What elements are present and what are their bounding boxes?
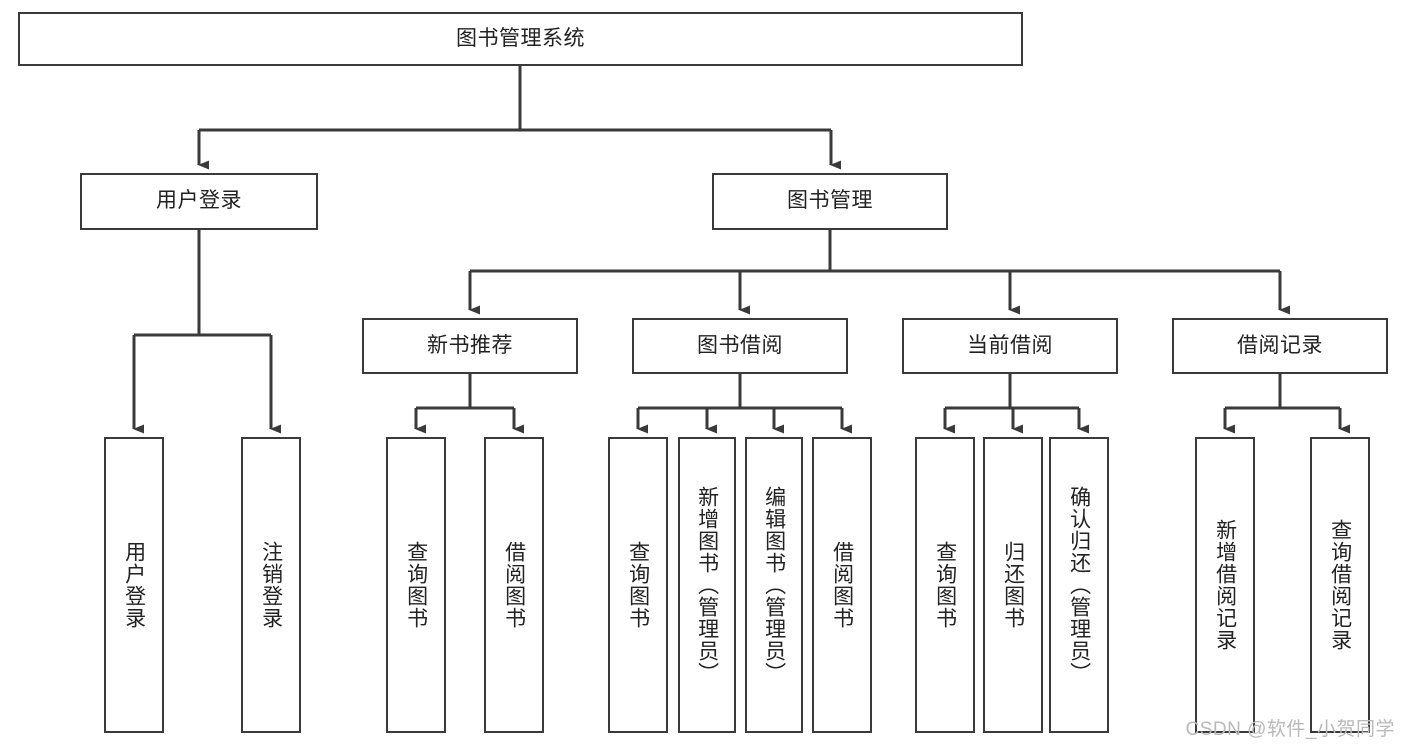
node-leaf-query-book-rec-label: 查询图书 bbox=[404, 541, 428, 629]
node-leaf-confirm-return-admin[interactable]: 确认归还（管理员） bbox=[1049, 437, 1109, 733]
node-leaf-add-book-admin-label: 新增图书（管理员） bbox=[695, 486, 719, 684]
node-leaf-query-book-br[interactable]: 查询图书 bbox=[608, 437, 668, 733]
node-book-mgmt-label: 图书管理 bbox=[787, 189, 873, 213]
node-leaf-user-logout-label: 注销登录 bbox=[259, 541, 283, 629]
node-book-borrow[interactable]: 图书借阅 bbox=[632, 318, 848, 374]
node-leaf-edit-book-admin[interactable]: 编辑图书（管理员） bbox=[745, 437, 803, 733]
node-borrow-record[interactable]: 借阅记录 bbox=[1172, 318, 1388, 374]
node-leaf-confirm-return-admin-label: 确认归还（管理员） bbox=[1067, 486, 1091, 684]
node-leaf-query-borrow-record[interactable]: 查询借阅记录 bbox=[1310, 437, 1370, 733]
node-leaf-query-book-cb[interactable]: 查询图书 bbox=[915, 437, 975, 733]
node-leaf-query-borrow-record-label: 查询借阅记录 bbox=[1328, 519, 1352, 651]
node-leaf-borrow-book-rec[interactable]: 借阅图书 bbox=[484, 437, 544, 733]
node-leaf-user-login-label: 用户登录 bbox=[122, 541, 146, 629]
node-book-borrow-label: 图书借阅 bbox=[697, 333, 783, 357]
node-leaf-user-logout[interactable]: 注销登录 bbox=[241, 437, 301, 733]
node-user-login-label: 用户登录 bbox=[156, 189, 242, 213]
node-leaf-add-book-admin[interactable]: 新增图书（管理员） bbox=[678, 437, 736, 733]
node-leaf-add-borrow-record-label: 新增借阅记录 bbox=[1213, 519, 1237, 651]
node-current-borrow-label: 当前借阅 bbox=[967, 333, 1053, 357]
node-leaf-query-book-cb-label: 查询图书 bbox=[933, 541, 957, 629]
node-leaf-edit-book-admin-label: 编辑图书（管理员） bbox=[762, 486, 786, 684]
node-leaf-borrow-book-br[interactable]: 借阅图书 bbox=[812, 437, 872, 733]
node-root-label: 图书管理系统 bbox=[456, 26, 585, 50]
node-leaf-return-book-label: 归还图书 bbox=[1001, 541, 1025, 629]
node-leaf-borrow-book-br-label: 借阅图书 bbox=[830, 541, 854, 629]
node-leaf-query-book-rec[interactable]: 查询图书 bbox=[386, 437, 446, 733]
node-new-book-rec-label: 新书推荐 bbox=[427, 333, 513, 357]
watermark-text: CSDN @软件_小贺同学 bbox=[1185, 719, 1395, 740]
node-root[interactable]: 图书管理系统 bbox=[18, 12, 1023, 66]
node-leaf-query-book-br-label: 查询图书 bbox=[626, 541, 650, 629]
node-user-login[interactable]: 用户登录 bbox=[80, 173, 318, 230]
node-leaf-add-borrow-record[interactable]: 新增借阅记录 bbox=[1195, 437, 1255, 733]
node-leaf-borrow-book-rec-label: 借阅图书 bbox=[502, 541, 526, 629]
node-new-book-rec[interactable]: 新书推荐 bbox=[362, 318, 578, 374]
node-leaf-return-book[interactable]: 归还图书 bbox=[983, 437, 1043, 733]
node-borrow-record-label: 借阅记录 bbox=[1237, 333, 1323, 357]
node-leaf-user-login[interactable]: 用户登录 bbox=[104, 437, 164, 733]
node-book-mgmt[interactable]: 图书管理 bbox=[712, 173, 948, 230]
node-current-borrow[interactable]: 当前借阅 bbox=[902, 318, 1118, 374]
